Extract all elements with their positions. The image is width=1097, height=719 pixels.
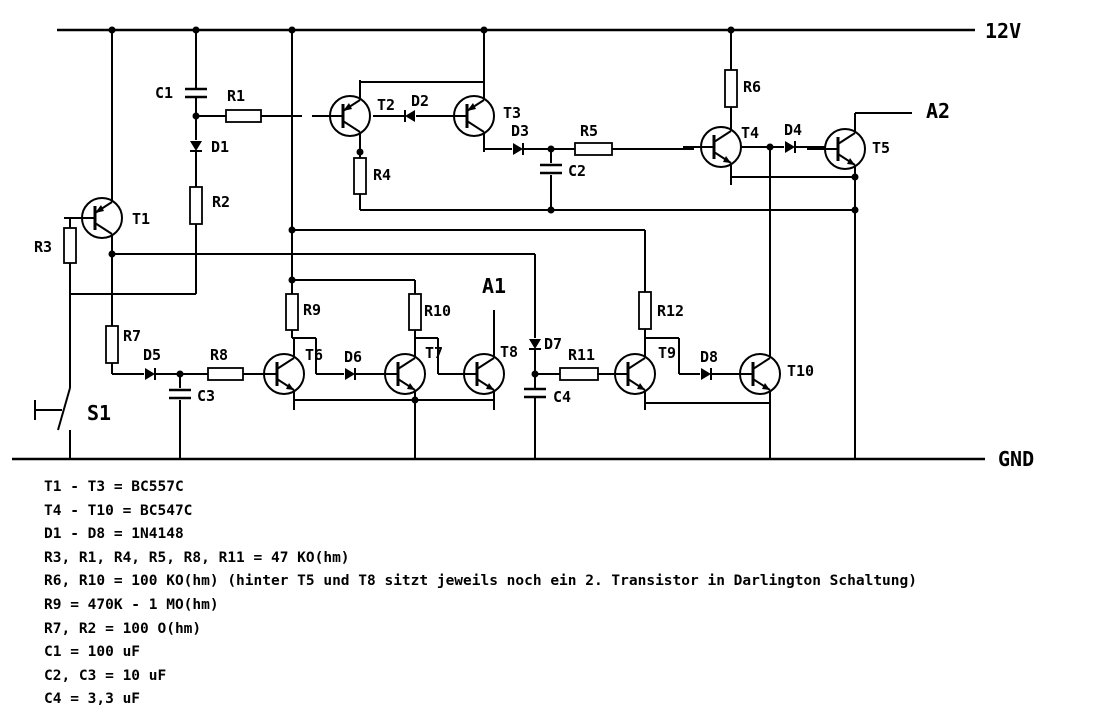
- note-line: R3, R1, R4, R5, R8, R11 = 47 KO(hm): [44, 549, 350, 566]
- label-d4: D4: [784, 121, 802, 139]
- component-labels: T1 T2 T3 T4 T5 T6 T7 T8 T9 T10 R1 R2 R3 …: [34, 78, 950, 406]
- resistor-r11: [559, 367, 599, 381]
- switch-label: S1: [87, 401, 111, 425]
- note-line: D1 - D8 = 1N4148: [44, 526, 184, 543]
- resistor-r6: [724, 69, 738, 108]
- diode-d2: [404, 109, 416, 123]
- label-output-a2: A2: [926, 99, 950, 123]
- label-t5: T5: [872, 139, 890, 157]
- label-r2: R2: [212, 193, 230, 211]
- diode-d5: [144, 367, 156, 381]
- label-r12: R12: [657, 302, 684, 320]
- note-line: C2, C3 = 10 uF: [44, 667, 167, 684]
- junction-dots: [108, 26, 859, 404]
- label-r5: R5: [580, 122, 598, 140]
- supply-label: 12V: [985, 19, 1021, 43]
- label-d1: D1: [211, 138, 229, 156]
- label-t8: T8: [500, 343, 518, 361]
- label-c1: C1: [155, 84, 173, 102]
- label-d3: D3: [511, 122, 529, 140]
- note-line: R7, R2 = 100 O(hm): [44, 620, 202, 637]
- label-t9: T9: [658, 344, 676, 362]
- label-r8: R8: [210, 346, 228, 364]
- diode-d3: [512, 142, 524, 156]
- transistor-t9: [595, 336, 657, 412]
- resistor-r12: [638, 291, 652, 330]
- wiring: [69, 30, 912, 459]
- label-t2: T2: [377, 96, 395, 114]
- diode-d6: [344, 367, 356, 381]
- label-d8: D8: [700, 348, 718, 366]
- resistor-r2: [189, 186, 203, 225]
- note-line: R6, R10 = 100 KO(hm) (hinter T5 und T8 s…: [44, 573, 917, 590]
- transistor-t2: [310, 78, 372, 154]
- label-t7: T7: [425, 344, 443, 362]
- diode-d4: [784, 140, 796, 154]
- note-line: C1 = 100 uF: [44, 644, 141, 661]
- label-output-a1: A1: [482, 274, 506, 298]
- label-t6: T6: [305, 346, 323, 364]
- capacitor-c1: [183, 87, 209, 99]
- resistor-r7: [105, 325, 119, 364]
- switch-s1: S1: [34, 387, 111, 431]
- note-line: T1 - T3 = BC557C: [44, 479, 184, 495]
- transistor-t4: [681, 109, 743, 185]
- diodes: [144, 109, 796, 381]
- diode-d8: [700, 367, 712, 381]
- resistor-r8: [207, 367, 244, 381]
- label-r11: R11: [568, 346, 595, 364]
- component-notes: T1 - T3 = BC557C T4 - T10 = BC547C D1 - …: [44, 476, 917, 712]
- label-r10: R10: [424, 302, 451, 320]
- resistor-r9: [285, 293, 299, 331]
- diode-d7: [528, 338, 542, 350]
- capacitor-c4: [522, 387, 548, 399]
- diode-d1: [189, 140, 203, 152]
- label-d7: D7: [544, 335, 562, 353]
- label-t10: T10: [787, 362, 814, 380]
- resistor-r5: [574, 142, 613, 156]
- label-r6: R6: [743, 78, 761, 96]
- resistor-r4: [353, 157, 367, 195]
- resistor-r3: [63, 227, 77, 264]
- transistor-t3: [434, 78, 496, 154]
- label-c3: C3: [197, 387, 215, 405]
- label-t4: T4: [741, 124, 759, 142]
- note-line: C4 = 3,3 uF: [44, 691, 141, 708]
- label-t1: T1: [132, 210, 150, 228]
- transistor-t10: [720, 336, 782, 412]
- label-d5: D5: [143, 346, 161, 364]
- label-r9: R9: [303, 301, 321, 319]
- note-line: R9 = 470K - 1 MO(hm): [44, 596, 219, 613]
- label-d6: D6: [344, 348, 362, 366]
- ground-label: GND: [998, 447, 1034, 471]
- label-r1: R1: [227, 87, 245, 105]
- capacitor-c2: [538, 163, 564, 175]
- resistor-r10: [408, 293, 422, 331]
- label-t3: T3: [503, 104, 521, 122]
- label-c2: C2: [568, 162, 586, 180]
- label-c4: C4: [553, 388, 571, 406]
- label-r4: R4: [373, 166, 391, 184]
- resistor-r1: [225, 109, 262, 123]
- label-r3: R3: [34, 238, 52, 256]
- note-line: T4 - T10 = BC547C: [44, 502, 193, 519]
- label-d2: D2: [411, 92, 429, 110]
- label-r7: R7: [123, 327, 141, 345]
- capacitor-c3: [167, 388, 193, 400]
